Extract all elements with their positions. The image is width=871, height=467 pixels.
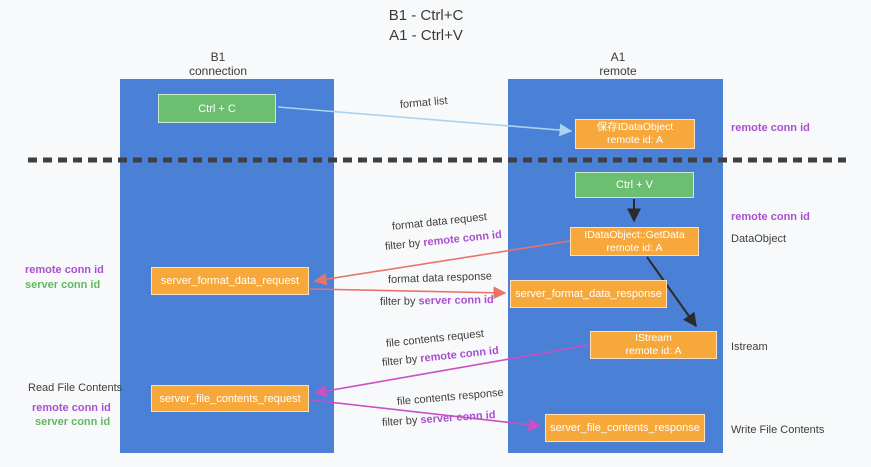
node-ctrl-v: Ctrl + V	[575, 172, 694, 198]
filter-prefix: filter by	[384, 237, 424, 253]
node-server-file-contents-response: server_file_contents_response	[545, 414, 705, 442]
lifeline-b1-name: B1	[210, 50, 226, 64]
diagram-title: B1 - Ctrl+C A1 - Ctrl+V	[0, 6, 852, 46]
annotation-read-file-contents: Read File Contents	[28, 382, 123, 394]
node-save-idataobject-line2: remote id: A	[606, 134, 664, 146]
node-istream: IStream remote id: A	[590, 331, 717, 359]
title-line-1: B1 - Ctrl+C	[388, 7, 464, 24]
annotation-remote-conn-id-top: remote conn id	[731, 122, 810, 134]
edge-label-format-response-filter: filter by server conn id	[380, 294, 494, 308]
title-line-2: A1 - Ctrl+V	[389, 27, 463, 44]
edge-label-format-request-filter: filter by remote conn id	[384, 229, 502, 253]
node-ctrl-c: Ctrl + C	[158, 94, 276, 123]
filter-key-server-conn-id: server conn id	[420, 409, 496, 427]
edge-label-file-response-filter: filter by server conn id	[382, 409, 496, 429]
annotation-server-conn-id-bottom: server conn id	[35, 416, 111, 428]
node-save-idataobject: 保存IDataObject remote id: A	[575, 119, 695, 149]
filter-key-server-conn-id: server conn id	[418, 294, 494, 308]
annotation-remote-conn-id-mid: remote conn id	[731, 211, 810, 223]
edge-label-format-data-response: format data response	[387, 270, 493, 286]
filter-prefix: filter by	[381, 353, 421, 369]
lifeline-a1-role: remote	[599, 64, 637, 78]
lifeline-b1-role: connection	[188, 64, 248, 78]
node-server-format-data-response: server_format_data_response	[510, 280, 667, 308]
filter-prefix: filter by	[381, 414, 421, 429]
annotation-remote-conn-id-bottom: remote conn id	[32, 402, 111, 414]
filter-key-remote-conn-id: remote conn id	[419, 344, 500, 365]
lifeline-header-b1: B1 connection	[158, 50, 278, 78]
edge-label-format-data-request: format data request	[391, 211, 488, 233]
edge-label-file-contents-request: file contents request	[385, 327, 485, 350]
annotation-write-file-contents: Write File Contents	[731, 424, 825, 436]
annotation-dataobject: DataObject	[731, 233, 787, 245]
node-server-format-data-request: server_format_data_request	[151, 267, 309, 295]
node-istream-line1: IStream	[635, 332, 672, 344]
node-idataobject-getdata: IDataObject::GetData remote id: A	[570, 227, 699, 256]
annotation-remote-conn-id-left: remote conn id	[25, 264, 104, 276]
filter-key-remote-conn-id: remote conn id	[422, 228, 503, 249]
arrow-format-data-response	[309, 286, 507, 300]
node-getdata-line2: remote id: A	[606, 241, 663, 254]
annotation-istream: Istream	[731, 341, 768, 353]
node-istream-line2: remote id: A	[625, 345, 682, 357]
edge-label-format-list: format list	[399, 94, 449, 111]
node-getdata-line1: IDataObject::GetData	[584, 228, 685, 241]
lifeline-header-a1: A1 remote	[558, 50, 678, 78]
lifeline-a1-name: A1	[610, 50, 626, 64]
node-save-idataobject-line1: 保存IDataObject	[596, 121, 674, 133]
annotation-server-conn-id-left: server conn id	[25, 279, 101, 291]
node-server-file-contents-request: server_file_contents_request	[151, 385, 309, 412]
filter-prefix: filter by	[379, 295, 419, 308]
edge-label-file-contents-response: file contents response	[396, 386, 505, 408]
